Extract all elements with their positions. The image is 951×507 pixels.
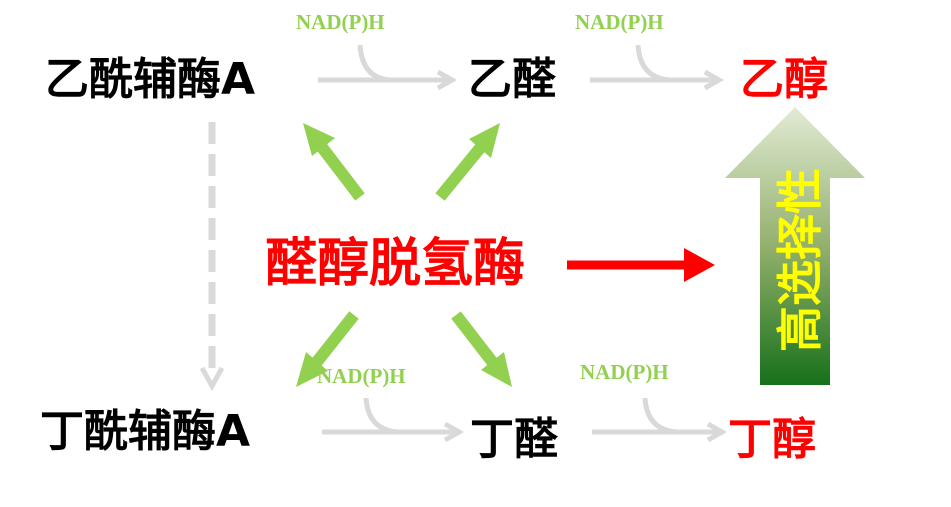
cofactor-curve xyxy=(642,397,678,435)
selectivity-label-box: 高选择性 xyxy=(762,140,832,380)
acetaldehyde-label: 乙醛 xyxy=(468,54,556,105)
arrowhead xyxy=(443,421,465,443)
green-arrow xyxy=(435,138,490,201)
cofactor-curve xyxy=(635,44,671,83)
cofactor-label: NAD(P)H xyxy=(580,360,669,384)
enzyme-arrows xyxy=(296,123,512,387)
green-arrow xyxy=(307,311,359,372)
cofactor-label: NAD(P)H xyxy=(575,10,664,34)
butanol-label: 丁醇 xyxy=(728,414,816,465)
green-arrow xyxy=(313,138,365,201)
cofactor-label: NAD(P)H xyxy=(317,364,406,388)
arrowhead xyxy=(199,366,225,392)
selectivity-label: 高选择性 xyxy=(773,168,827,352)
butyryl-coa-label: 丁酰辅酶A xyxy=(40,406,251,457)
arrowhead xyxy=(469,123,500,158)
acetyl-coa-label: 乙酰辅酶A xyxy=(45,54,256,105)
butyraldehyde-label: 丁醛 xyxy=(470,414,558,465)
red-arrowhead xyxy=(684,248,715,282)
arrowhead xyxy=(703,69,725,91)
enzyme-label: 醛醇脱氢酶 xyxy=(265,234,526,294)
arrowhead xyxy=(706,421,728,443)
selectivity-arrow xyxy=(725,107,865,385)
ethanol-label: 乙醇 xyxy=(740,54,828,105)
reaction-arrows xyxy=(199,44,728,443)
cofactor-curve xyxy=(363,397,399,435)
arrowhead xyxy=(296,352,328,387)
cofactor-curve xyxy=(357,44,391,83)
arrowhead xyxy=(481,352,512,387)
arrowhead xyxy=(436,69,458,91)
cofactor-label: NAD(P)H xyxy=(296,10,385,34)
green-arrow xyxy=(451,311,502,372)
arrowhead xyxy=(303,123,335,156)
